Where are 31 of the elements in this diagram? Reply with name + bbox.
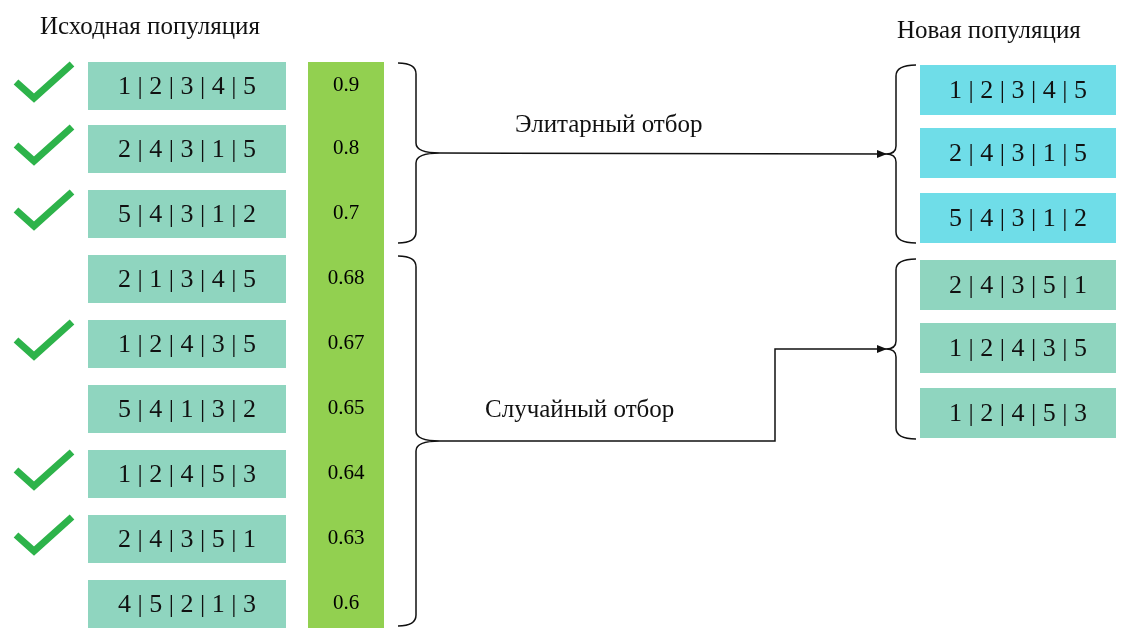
fitness-value: 0.65 [326, 395, 366, 420]
sequence-box: 4 | 5 | 2 | 1 | 3 [88, 580, 286, 628]
fitness-value: 0.67 [326, 330, 366, 355]
sequence-box: 1 | 2 | 3 | 4 | 5 [88, 62, 286, 110]
heading: Новая популяция [897, 16, 1081, 44]
fitness-bar [308, 62, 384, 628]
sequence-box: 1 | 2 | 4 | 5 | 3 [920, 388, 1116, 438]
sequence-box: 1 | 2 | 3 | 4 | 5 [920, 65, 1116, 115]
arrow [439, 150, 887, 158]
sequence-box: 5 | 4 | 3 | 1 | 2 [920, 193, 1116, 243]
sequence-box: 1 | 2 | 4 | 3 | 5 [920, 323, 1116, 373]
edge-label: Элитарный отбор [515, 110, 703, 138]
sequence-box: 2 | 4 | 3 | 1 | 5 [920, 128, 1116, 178]
heading: Исходная популяция [40, 12, 260, 40]
arrow [439, 345, 887, 442]
sequence-box: 5 | 4 | 3 | 1 | 2 [88, 190, 286, 238]
sequence-box: 2 | 1 | 3 | 4 | 5 [88, 255, 286, 303]
fitness-value: 0.68 [326, 265, 366, 290]
sequence-box: 1 | 2 | 4 | 5 | 3 [88, 450, 286, 498]
fitness-value: 0.8 [331, 135, 361, 160]
fitness-value: 0.64 [326, 460, 366, 485]
fitness-value: 0.9 [331, 72, 361, 97]
edge-label: Случайный отбор [485, 395, 675, 423]
sequence-box: 1 | 2 | 4 | 3 | 5 [88, 320, 286, 368]
fitness-value: 0.63 [326, 525, 366, 550]
fitness-value: 0.7 [331, 200, 361, 225]
sequence-box: 2 | 4 | 3 | 5 | 1 [920, 260, 1116, 310]
sequence-box: 2 | 4 | 3 | 5 | 1 [88, 515, 286, 563]
fitness-value: 0.6 [331, 590, 361, 615]
sequence-box: 2 | 4 | 3 | 1 | 5 [88, 125, 286, 173]
sequence-box: 5 | 4 | 1 | 3 | 2 [88, 385, 286, 433]
